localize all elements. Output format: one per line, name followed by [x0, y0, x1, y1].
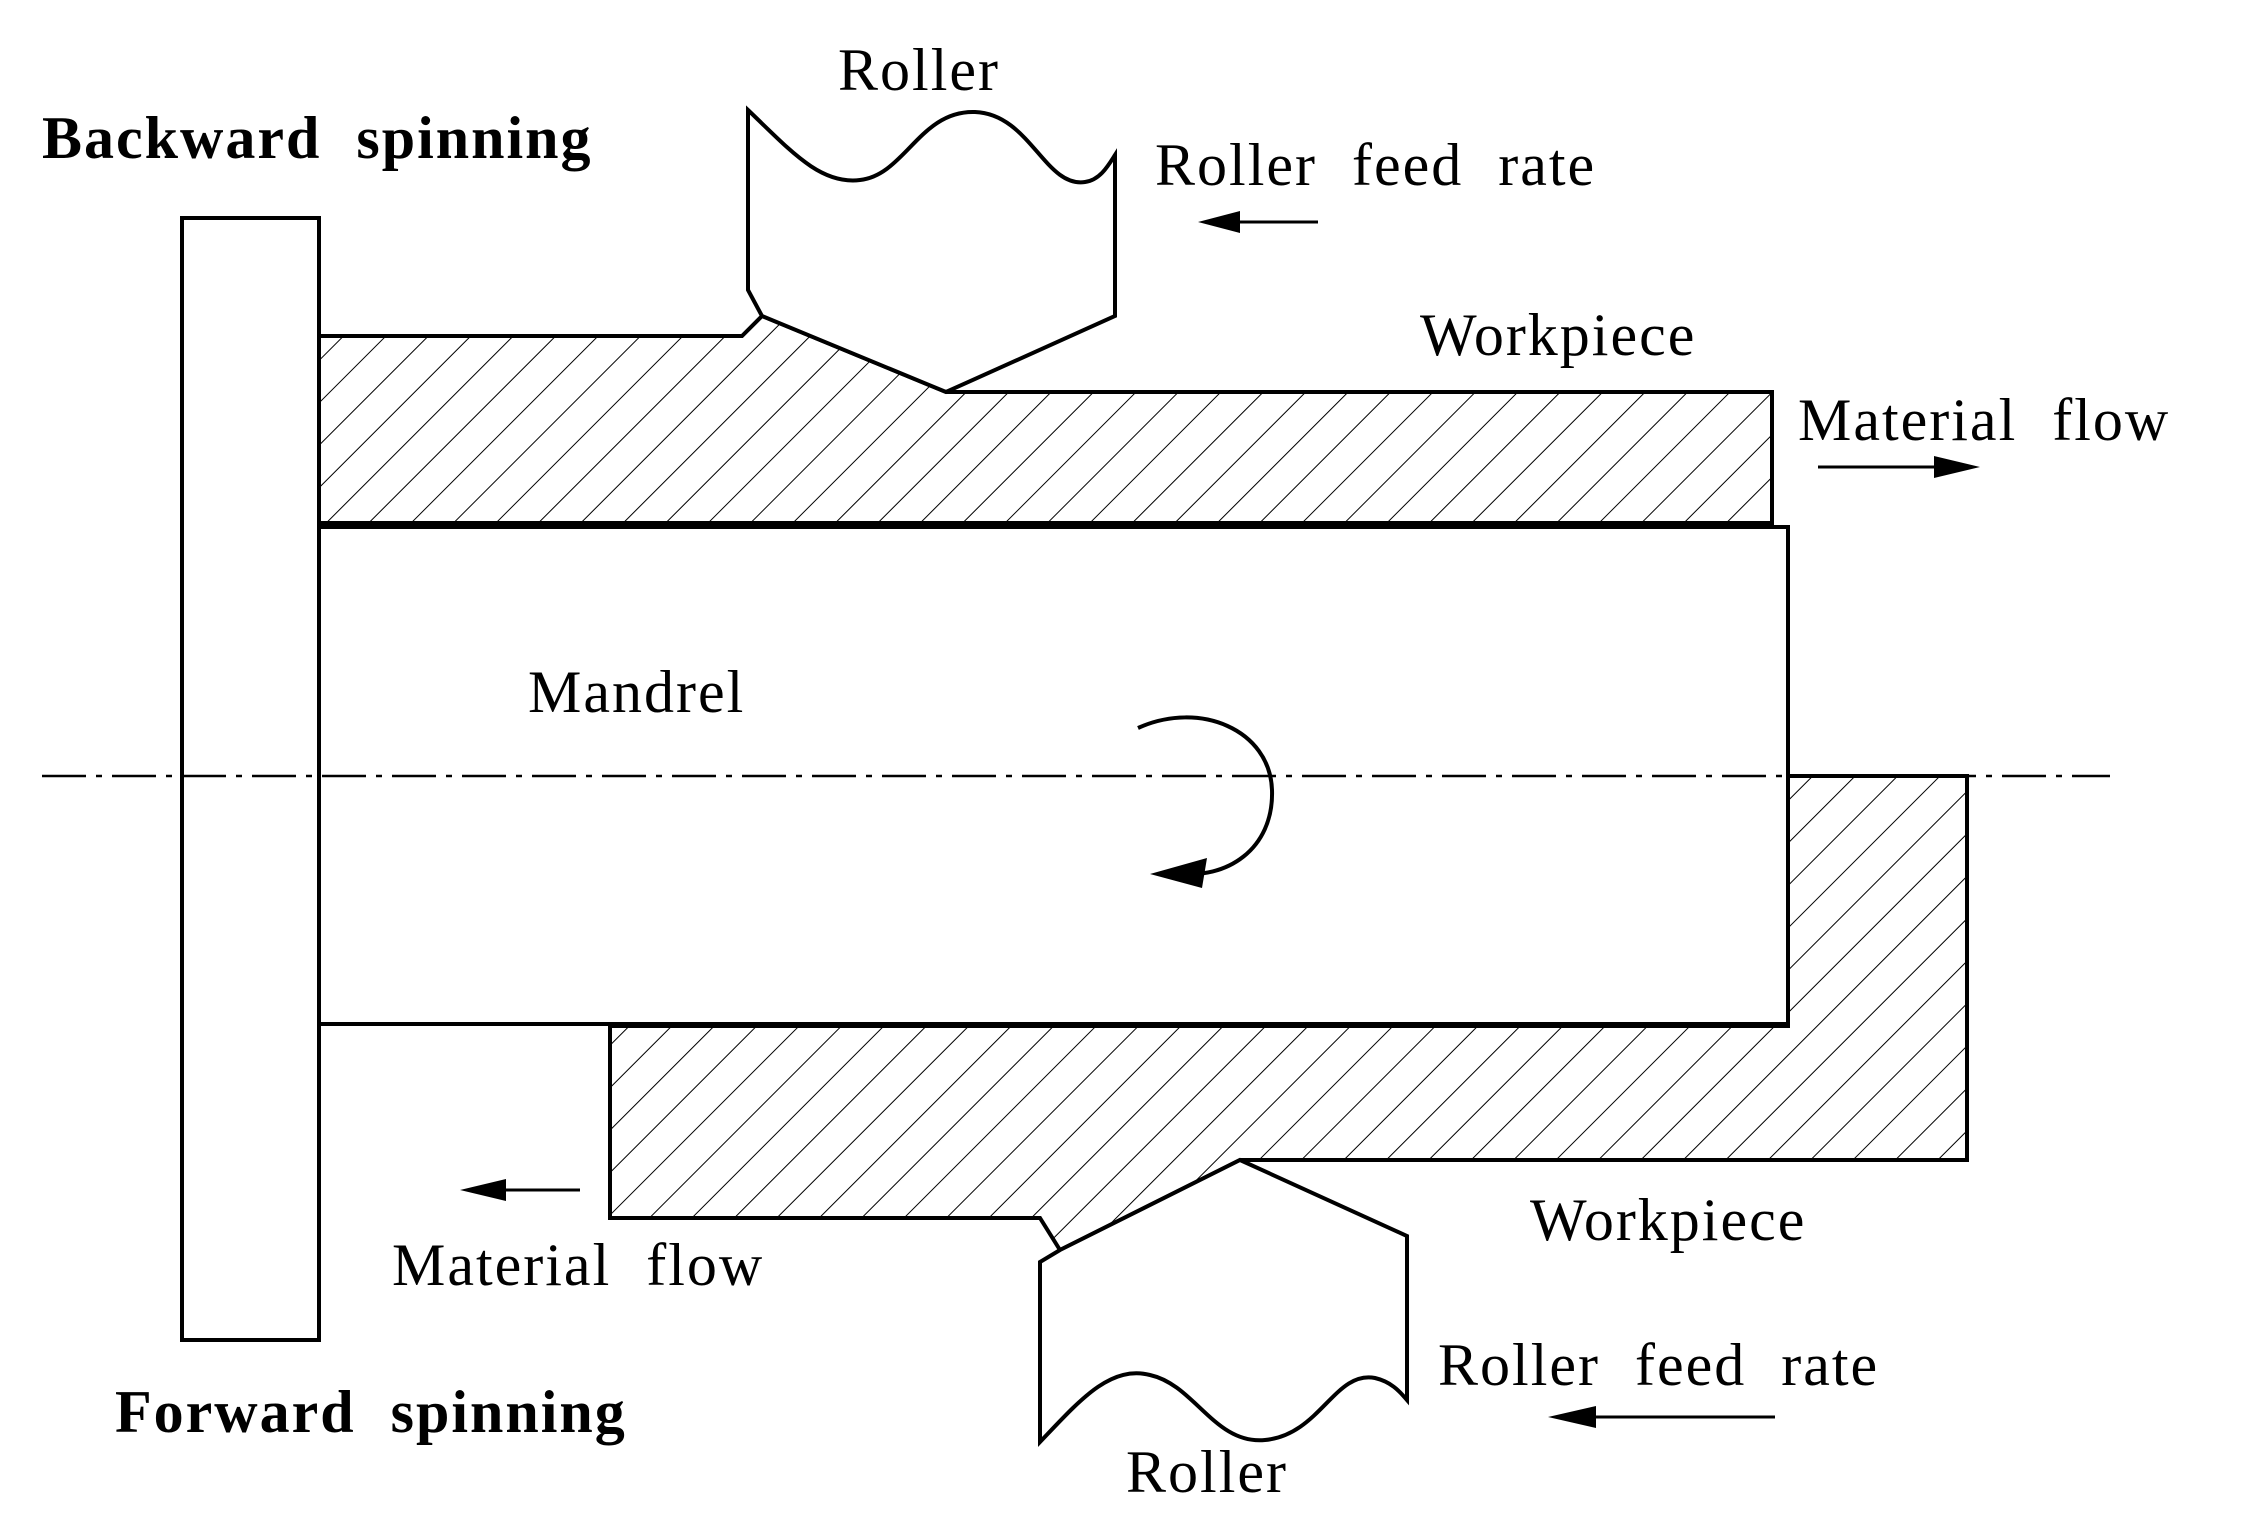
- roller-feed-rate-top-arrowhead: [1198, 211, 1240, 233]
- material-flow-bottom-arrowhead: [460, 1179, 506, 1201]
- flange-plate: [180, 216, 321, 1342]
- material-flow-top-label: Material flow: [1798, 387, 2170, 453]
- workpiece-bottom-label: Workpiece: [1530, 1187, 1806, 1253]
- roller-feed-rate-bottom-arrowhead: [1548, 1406, 1596, 1428]
- roller-feed-rate-top-label: Roller feed rate: [1155, 132, 1596, 198]
- material-flow-top-arrowhead: [1934, 456, 1980, 478]
- forward-spinning-label: Forward spinning: [115, 1379, 627, 1445]
- rotation-arrowhead: [1150, 858, 1207, 888]
- workpiece-top: [317, 313, 1774, 525]
- rotation-arrow: [1137, 715, 1275, 876]
- roller-bottom: [1038, 1157, 1409, 1448]
- workpiece-top-label: Workpiece: [1420, 302, 1696, 368]
- roller-bottom-label: Roller: [1126, 1439, 1288, 1505]
- workpiece-bottom: [608, 774, 1969, 1253]
- mandrel-label: Mandrel: [528, 659, 745, 725]
- material-flow-bottom-label: Material flow: [392, 1232, 764, 1298]
- backward-spinning-label: Backward spinning: [42, 105, 593, 171]
- roller-top: [746, 105, 1117, 395]
- roller-feed-rate-bottom-label: Roller feed rate: [1438, 1332, 1879, 1398]
- roller-top-label: Roller: [838, 37, 1000, 103]
